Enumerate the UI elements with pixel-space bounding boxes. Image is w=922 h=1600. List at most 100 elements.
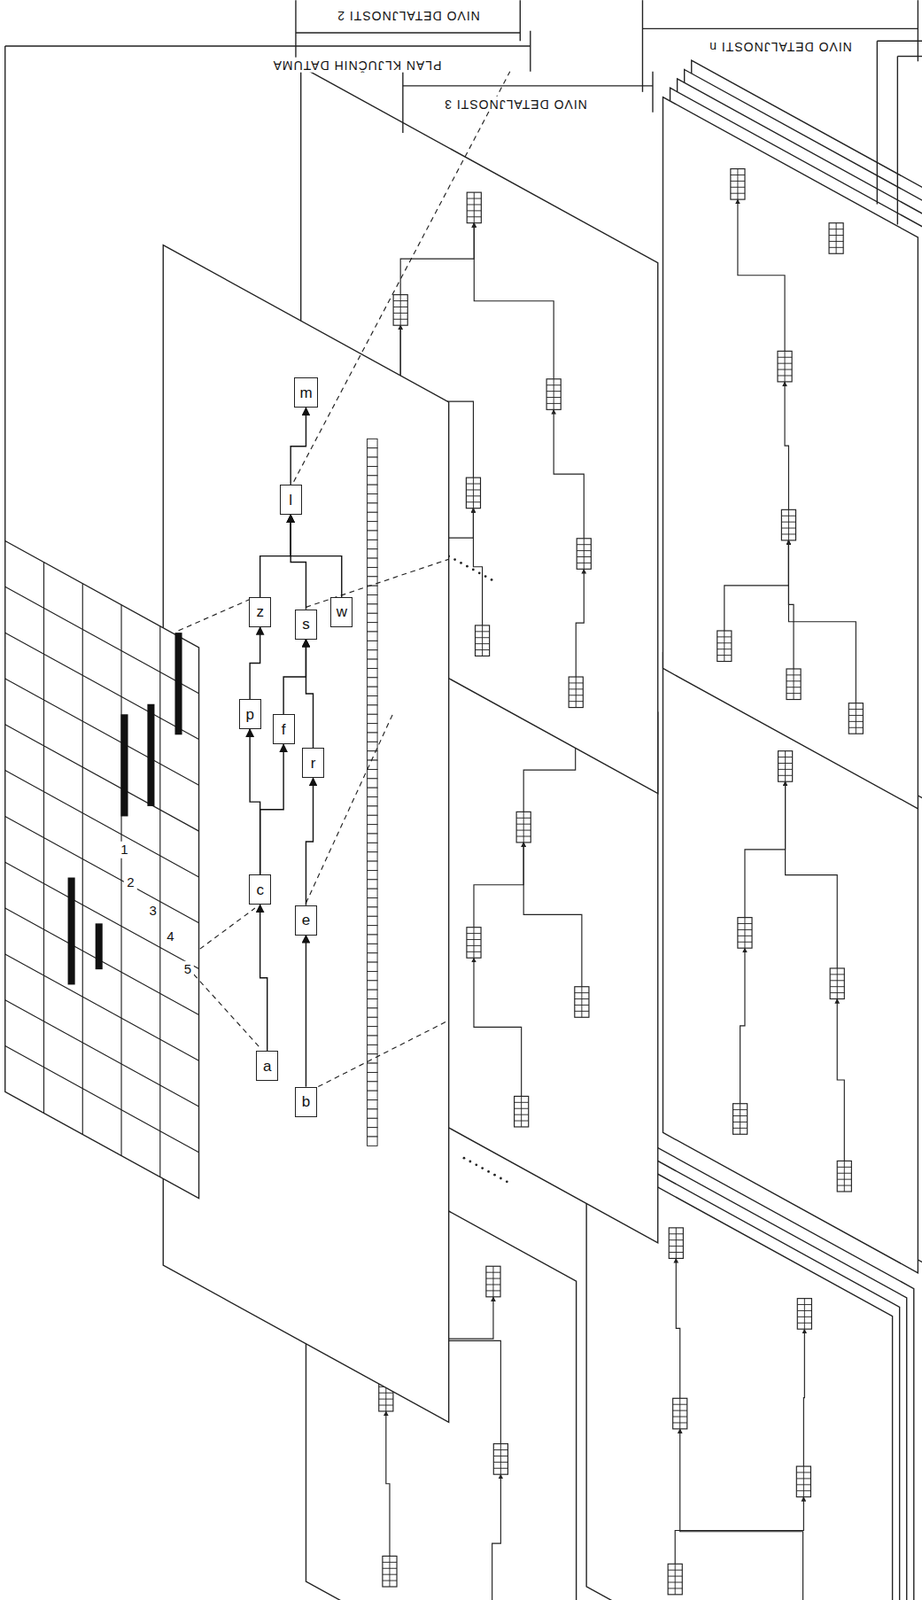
activity-icon [466, 192, 481, 224]
network-arrow [724, 540, 790, 631]
ladder-cell [367, 915, 379, 925]
icon-frame [466, 927, 481, 959]
precedence-arrow [249, 728, 261, 875]
precedence-arrow [260, 904, 268, 1051]
activity-letter: b [302, 1093, 310, 1109]
activity-icon [576, 538, 591, 570]
bracket-line [897, 55, 922, 57]
icon-rule [786, 680, 801, 682]
icon-rule [829, 240, 844, 242]
projection-line [200, 907, 256, 949]
activity-icon [486, 1265, 501, 1297]
projection-line [317, 1020, 449, 1087]
continuation-dot [468, 1160, 472, 1163]
row-number: 1 [117, 841, 131, 859]
icon-rule [848, 727, 863, 729]
icon-rule [465, 501, 481, 503]
icon-rule [829, 985, 845, 987]
activity-icon [796, 1465, 811, 1497]
ladder-cell [367, 768, 379, 778]
icon-rule [568, 694, 583, 696]
activity-icon [574, 986, 589, 1018]
icon-rule [848, 714, 863, 716]
activity-box: r [302, 747, 325, 778]
plan-sheet [162, 245, 449, 1423]
ladder-cell [367, 595, 379, 605]
icon-rule [382, 1573, 397, 1575]
ladder-cell [367, 604, 379, 613]
network-arrow [674, 1496, 804, 1565]
ladder-cell [367, 898, 379, 907]
ladder-cell [367, 805, 379, 815]
ladder-cell [367, 494, 379, 504]
ladder-cell [367, 576, 379, 586]
network-arrow [737, 199, 785, 351]
ladder-cell [367, 705, 379, 714]
activity-icon [829, 968, 845, 1000]
icon-rule [793, 668, 795, 700]
activity-icon [848, 703, 863, 735]
icon-rule [393, 312, 408, 314]
ladder-cell [367, 448, 379, 458]
activity-box: c [248, 874, 272, 905]
grid-line [5, 1045, 200, 1153]
ladder-cell [367, 961, 379, 971]
ladder-cell [367, 530, 379, 540]
continuation-dot [465, 565, 469, 568]
icon-rule [829, 234, 844, 236]
ladder-cell [367, 1007, 379, 1017]
icon-rule [475, 649, 490, 651]
icon-rule [796, 1477, 811, 1479]
activity-box: f [272, 713, 295, 744]
activity-letter: p [245, 706, 254, 722]
icon-rule [836, 1172, 852, 1174]
network-arrow [473, 223, 554, 380]
activity-box: s [294, 609, 318, 640]
network-arrow [680, 1428, 804, 1600]
ladder-cell [367, 741, 379, 751]
ladder-cell [367, 824, 379, 834]
icon-rule [546, 402, 561, 404]
icon-rule [520, 1095, 522, 1127]
icon-rule [493, 1448, 508, 1450]
continuation-dot [505, 1179, 509, 1183]
icon-frame [576, 538, 591, 570]
icon-rule [516, 823, 531, 825]
icon-frame [668, 1227, 683, 1259]
level-label: NIVO DETALJNOSTI 3 [441, 96, 590, 112]
ladder-cell [367, 475, 379, 485]
icon-rule [546, 396, 561, 398]
icon-frame [466, 192, 481, 224]
icon-frame [730, 169, 745, 201]
icon-rule [466, 216, 481, 217]
grid-line [5, 678, 200, 785]
ladder-cell [367, 934, 379, 944]
icon-rule [379, 1392, 394, 1394]
ladder-cell [367, 465, 379, 475]
icon-rule [804, 1298, 806, 1330]
icon-frame [382, 1555, 397, 1587]
activity-icon [667, 1563, 682, 1595]
ladder-cell [367, 1044, 379, 1054]
ladder-cell [367, 814, 379, 824]
icon-rule [781, 533, 796, 535]
icon-rule [486, 1289, 501, 1291]
row-number: 2 [123, 874, 137, 892]
bracket-line [876, 40, 878, 204]
activity-icon [493, 1443, 508, 1475]
continuation-dot [472, 568, 475, 572]
activity-icon [668, 1227, 683, 1259]
network-arrow [472, 508, 482, 626]
icon-rule [492, 1265, 494, 1297]
icon-rule [576, 562, 591, 564]
icon-rule [803, 1465, 805, 1497]
precedence-arrow [249, 627, 261, 699]
projection-line [305, 713, 393, 903]
ladder-cell [367, 1016, 379, 1026]
icon-rule [382, 1580, 397, 1581]
activity-letter: m [299, 385, 312, 401]
activity-letter: e [302, 912, 310, 928]
ladder-cell [367, 1117, 379, 1127]
